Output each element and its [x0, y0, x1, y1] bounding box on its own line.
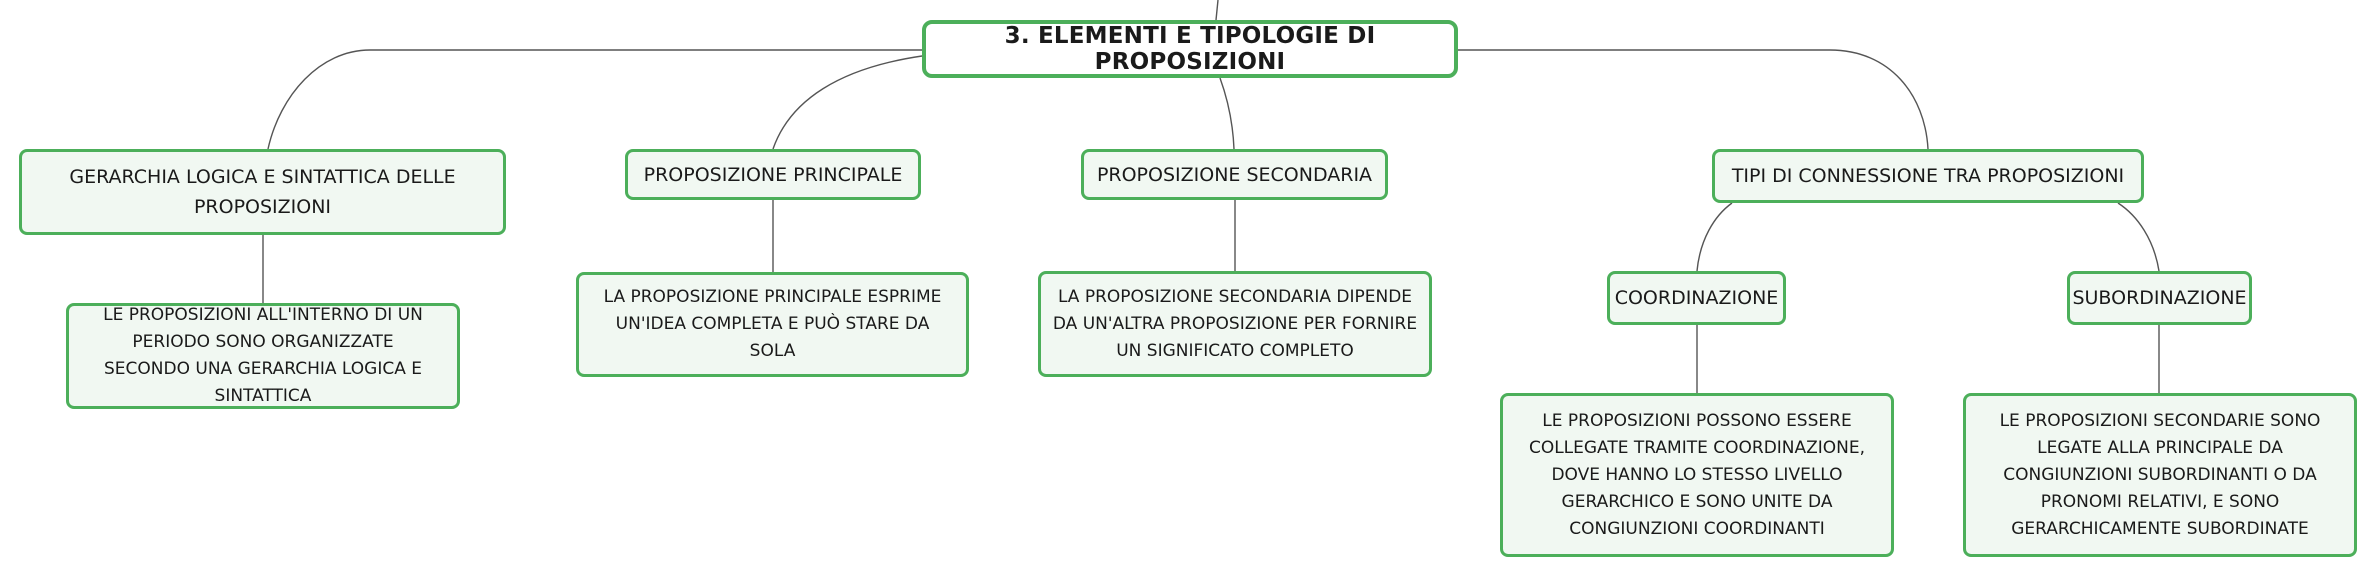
subordinazione-detail-node[interactable]: LE PROPOSIZIONI SECONDARIE SONO LEGATE A…: [1963, 393, 2357, 557]
secondaria-detail-node[interactable]: LA PROPOSIZIONE SECONDARIA DIPENDE DA UN…: [1038, 271, 1432, 377]
gerarchia-detail-label: LE PROPOSIZIONI ALL'INTERNO DI UN PERIOD…: [103, 305, 423, 406]
connector-root-to-gerarchia: [267, 49, 922, 150]
gerarchia-detail-node[interactable]: LE PROPOSIZIONI ALL'INTERNO DI UN PERIOD…: [66, 303, 460, 409]
secondaria-node[interactable]: PROPOSIZIONE SECONDARIA: [1081, 149, 1388, 200]
gerarchia-node-label: GERARCHIA LOGICA E SINTATTICA DELLE PROP…: [69, 166, 456, 218]
principale-node[interactable]: PROPOSIZIONE PRINCIPALE: [625, 149, 921, 200]
coordinazione-node-label: COORDINAZIONE: [1614, 287, 1779, 309]
coordinazione-detail-label: LE PROPOSIZIONI POSSONO ESSERE COLLEGATE…: [1528, 410, 1866, 539]
secondaria-detail-label: LA PROPOSIZIONE SECONDARIA DIPENDE DA UN…: [1052, 286, 1418, 361]
subordinazione-detail-label: LE PROPOSIZIONI SECONDARIE SONO LEGATE A…: [1999, 410, 2321, 539]
connessione-node-label: TIPI DI CONNESSIONE TRA PROPOSIZIONI: [1731, 165, 2125, 187]
connector-root-to-connessione: [1458, 49, 1929, 150]
connector-connessione-to-coordinazione: [1696, 202, 1733, 272]
coordinazione-detail-node[interactable]: LE PROPOSIZIONI POSSONO ESSERE COLLEGATE…: [1500, 393, 1894, 557]
gerarchia-node[interactable]: GERARCHIA LOGICA E SINTATTICA DELLE PROP…: [19, 149, 506, 235]
root-node-label: 3. ELEMENTI E TIPOLOGIE DI PROPOSIZIONI: [1004, 23, 1376, 75]
coordinazione-node[interactable]: COORDINAZIONE: [1607, 271, 1786, 325]
connector-connessione-to-subordinazione: [2117, 202, 2160, 272]
principale-detail-label: LA PROPOSIZIONE PRINCIPALE ESPRIME UN'ID…: [603, 287, 942, 361]
principale-detail-node[interactable]: LA PROPOSIZIONE PRINCIPALE ESPRIME UN'ID…: [576, 272, 969, 377]
subordinazione-node-label: SUBORDINAZIONE: [2072, 287, 2247, 309]
secondaria-node-label: PROPOSIZIONE SECONDARIA: [1096, 163, 1373, 186]
connector-root-to-secondaria: [1219, 77, 1235, 150]
connector-root-to-principale: [772, 55, 923, 150]
principale-node-label: PROPOSIZIONE PRINCIPALE: [643, 163, 903, 186]
root-node[interactable]: 3. ELEMENTI E TIPOLOGIE DI PROPOSIZIONI: [922, 20, 1458, 78]
subordinazione-node[interactable]: SUBORDINAZIONE: [2067, 271, 2252, 325]
connessione-node[interactable]: TIPI DI CONNESSIONE TRA PROPOSIZIONI: [1712, 149, 2144, 203]
connector-parent-to-root: [1215, 0, 1219, 21]
